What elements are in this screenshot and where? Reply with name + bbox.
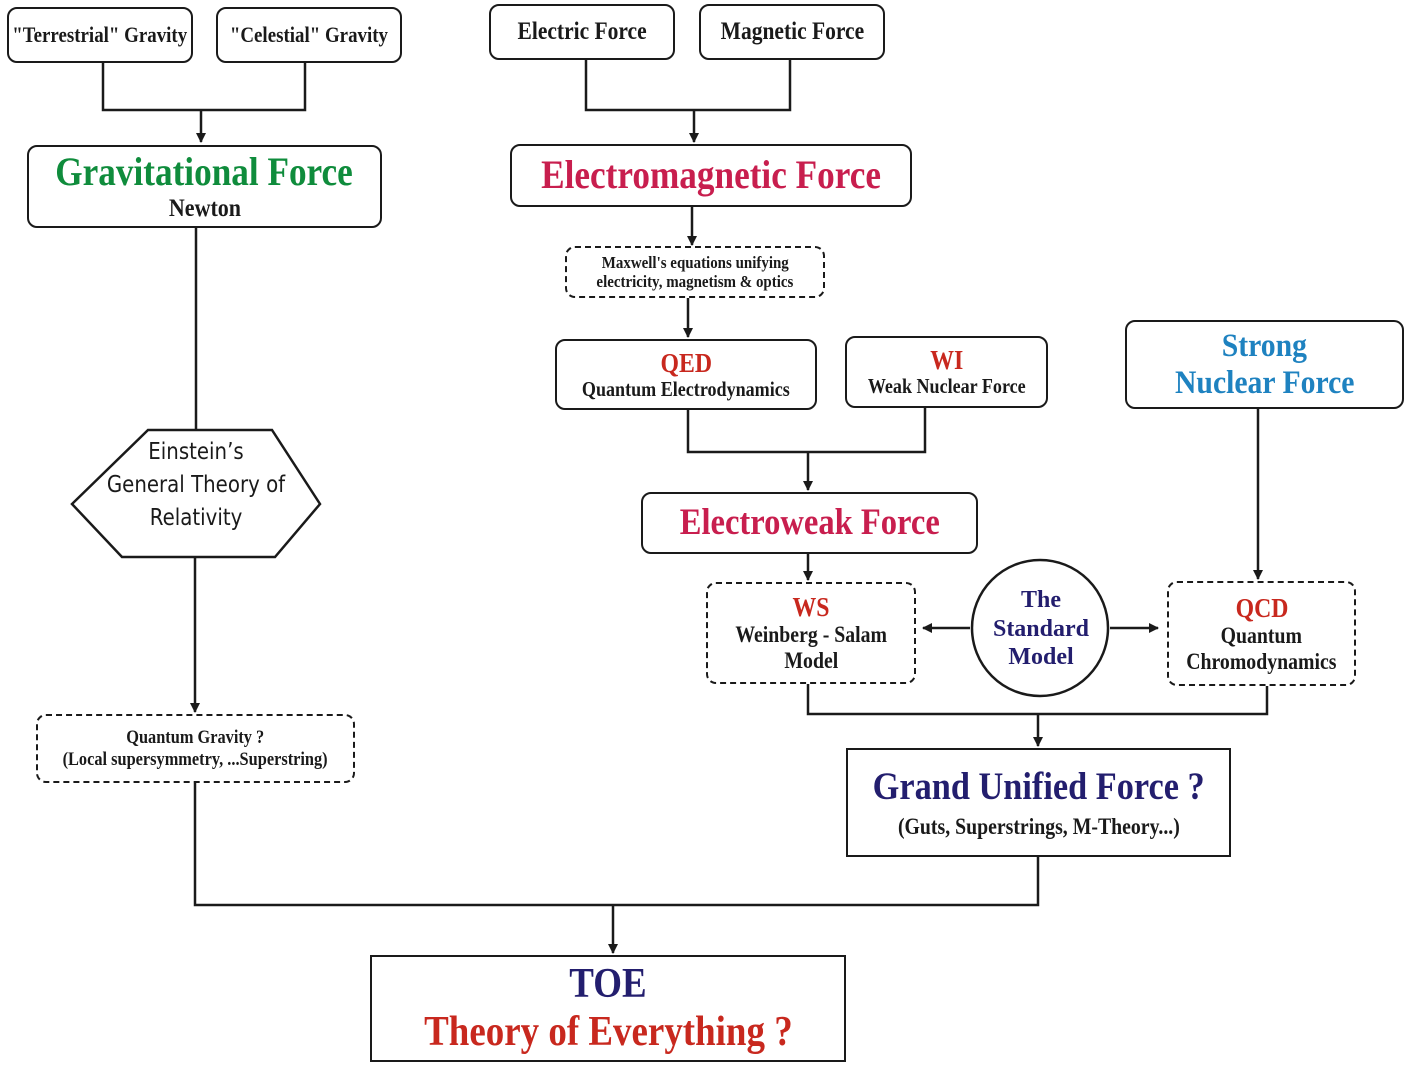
maxwell-line1: Maxwell's equations unifying (601, 252, 789, 272)
gravitational-force-subtitle: Newton (168, 194, 241, 222)
einstein-text: Einstein’s General Theory of Relativity (89, 436, 302, 535)
celestial-gravity-box: "Celestial" Gravity (216, 7, 402, 63)
einstein-line3: Relativity (149, 505, 243, 531)
ws-line2: Model (784, 648, 838, 674)
strong-line2: Nuclear Force (1174, 364, 1355, 401)
connector-qg-guf (193, 783, 1040, 907)
gravitational-force-box: Gravitational Force Newton (27, 145, 382, 228)
strong-nuclear-force-box: Strong Nuclear Force (1125, 320, 1404, 409)
magnetic-force-label: Magnetic Force (720, 18, 864, 45)
wi-abbr: WI (929, 345, 963, 376)
qcd-line2: Chromodynamics (1186, 648, 1337, 674)
wi-box: WI Weak Nuclear Force (845, 336, 1048, 408)
strong-line1: Strong (1221, 327, 1308, 364)
quantum-gravity-line1: Quantum Gravity ? (126, 727, 265, 749)
guf-subtitle: (Guts, Superstrings, M-Theory...) (897, 814, 1180, 840)
einstein-line2: General Theory of (106, 472, 286, 498)
electroweak-force-box: Electroweak Force (641, 492, 978, 554)
gravitational-force-title: Gravitational Force (55, 149, 354, 195)
magnetic-force-box: Magnetic Force (699, 4, 885, 60)
qcd-box: QCD Quantum Chromodynamics (1167, 581, 1356, 686)
electric-force-box: Electric Force (489, 4, 675, 60)
standard-model-line1: The (1020, 586, 1061, 613)
terrestrial-gravity-box: "Terrestrial" Gravity (7, 7, 193, 63)
maxwell-box: Maxwell's equations unifying electricity… (565, 246, 825, 298)
qed-box: QED Quantum Electrodynamics (555, 339, 817, 410)
terrestrial-gravity-label: "Terrestrial" Gravity (12, 21, 188, 47)
toe-box: TOE Theory of Everything ? (370, 955, 846, 1062)
electromagnetic-force-box: Electromagnetic Force (510, 144, 912, 207)
connector-qed-wi (686, 407, 927, 454)
grand-unified-force-box: Grand Unified Force ? (Guts, Superstring… (846, 748, 1231, 857)
standard-model-text: The Standard Model (972, 581, 1110, 677)
ws-box: WS Weinberg - Salam Model (706, 582, 916, 684)
guf-title: Grand Unified Force ? (872, 764, 1205, 808)
quantum-gravity-box: Quantum Gravity ? (Local supersymmetry, … (36, 714, 355, 783)
einstein-pentagon (70, 428, 322, 559)
electroweak-force-title: Electroweak Force (679, 502, 940, 544)
toe-title: Theory of Everything ? (423, 1008, 793, 1055)
standard-model-line2: Standard (992, 615, 1090, 642)
qed-full: Quantum Electrodynamics (582, 376, 790, 401)
maxwell-line2: electricity, magnetism & optics (596, 272, 794, 291)
wi-full: Weak Nuclear Force (867, 374, 1026, 399)
standard-model-circle (970, 558, 1110, 698)
qed-abbr: QED (660, 347, 712, 378)
standard-model-line3: Model (1008, 644, 1074, 671)
qcd-abbr: QCD (1235, 592, 1288, 623)
electric-force-label: Electric Force (517, 18, 647, 45)
qcd-line1: Quantum (1220, 622, 1303, 648)
electromagnetic-force-title: Electromagnetic Force (541, 152, 881, 198)
einstein-line1: Einstein’s (148, 439, 244, 465)
connector-electric-magnetic (584, 60, 792, 112)
ws-abbr: WS (792, 592, 830, 623)
quantum-gravity-line2: (Local supersymmetry, ...Superstring) (62, 748, 329, 770)
connector-terrestrial-celestial (101, 62, 307, 112)
toe-abbr: TOE (569, 961, 647, 1008)
celestial-gravity-label: "Celestial" Gravity (229, 21, 389, 47)
ws-line1: Weinberg - Salam (735, 622, 887, 648)
